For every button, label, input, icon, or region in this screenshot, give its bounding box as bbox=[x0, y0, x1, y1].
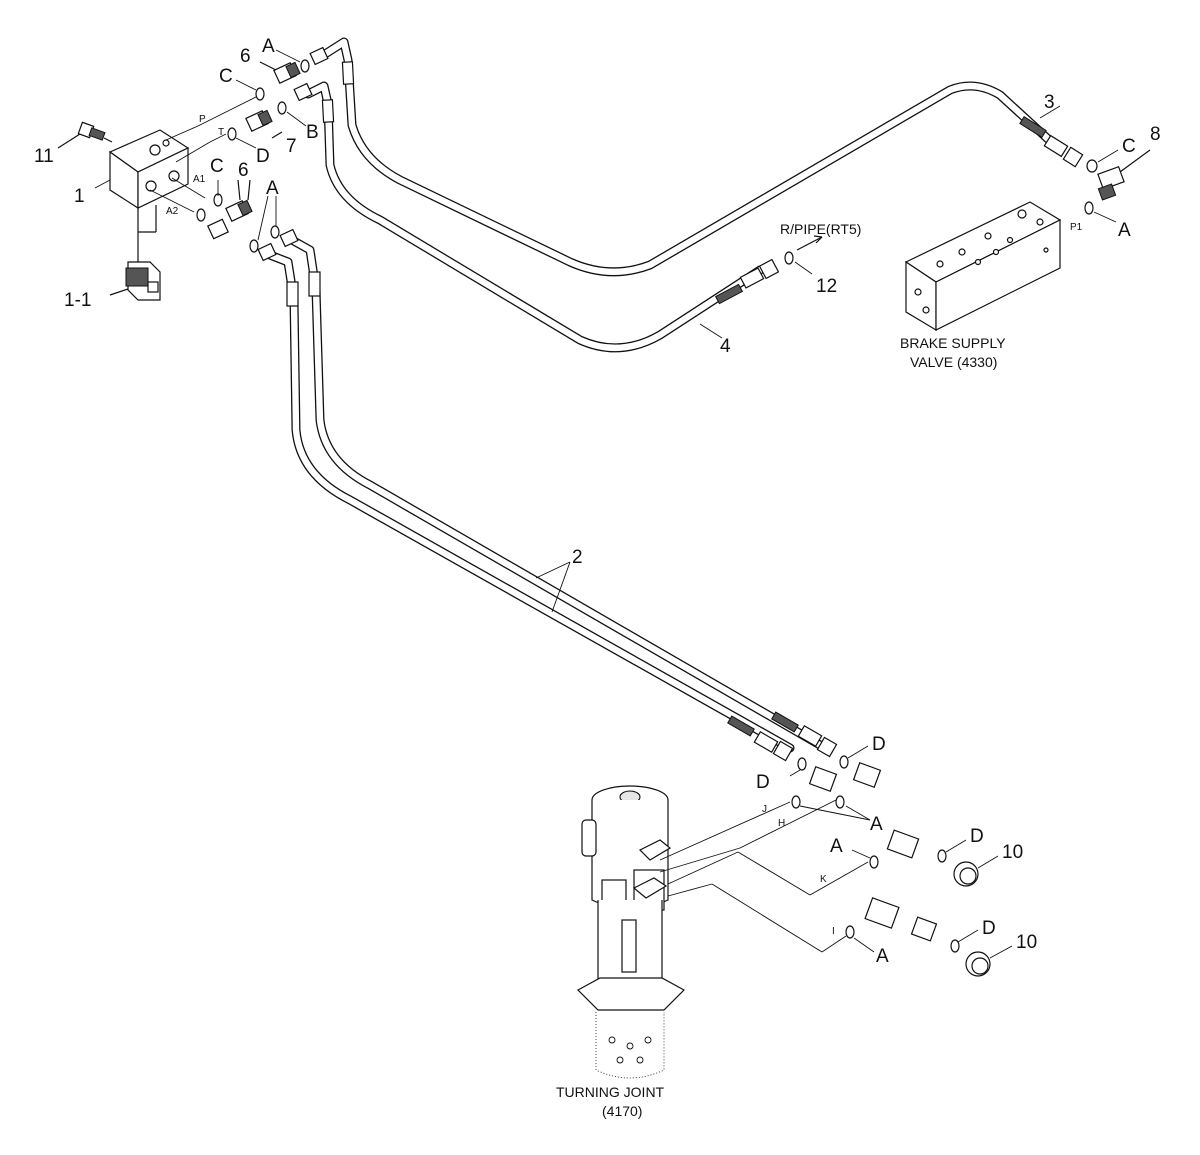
hose-2a bbox=[265, 250, 795, 753]
label-port-j: J bbox=[762, 804, 767, 815]
hose-4 bbox=[303, 81, 765, 353]
label-port-t: T bbox=[218, 127, 224, 138]
label-seal-d-joint2: D bbox=[982, 918, 996, 939]
hose-crimp-sleeves bbox=[714, 116, 1084, 762]
fitting-7 bbox=[245, 109, 283, 139]
label-part-10-upper: 10 bbox=[1002, 842, 1023, 863]
hose-3 bbox=[317, 37, 1065, 277]
label-port-h: H bbox=[778, 818, 785, 829]
valve-block-1 bbox=[108, 129, 190, 262]
fitting-mid-ends bbox=[257, 228, 299, 262]
label-brake-supply-valve-1: BRAKE SUPPLY bbox=[900, 335, 1006, 351]
elbow-fitting-8 bbox=[1097, 149, 1151, 201]
label-seal-d-lower-right: D bbox=[872, 734, 886, 755]
label-seal-c-top: C bbox=[219, 66, 233, 87]
label-seal-a-joint1: A bbox=[870, 814, 883, 835]
label-r-pipe: R/PIPE(RT5) bbox=[780, 221, 861, 237]
o-rings-valve bbox=[196, 59, 310, 253]
solenoid-1-1 bbox=[109, 261, 161, 301]
part-leaders bbox=[535, 105, 1061, 613]
label-seal-d-top: D bbox=[256, 146, 270, 167]
o-rings-brake bbox=[1084, 149, 1119, 223]
label-seal-a-top: A bbox=[262, 36, 275, 57]
valve-port-lines bbox=[94, 95, 259, 213]
o-ring-12 bbox=[784, 235, 823, 275]
label-port-p: P bbox=[199, 114, 206, 125]
label-port-p1: P1 bbox=[1070, 222, 1083, 233]
label-part-1: 1 bbox=[74, 186, 85, 207]
label-part-11: 11 bbox=[34, 146, 54, 167]
turning-joint-port-lines bbox=[659, 799, 869, 953]
label-port-a1: A1 bbox=[193, 174, 206, 185]
label-part-12: 12 bbox=[816, 276, 837, 297]
label-part-7: 7 bbox=[286, 136, 297, 157]
hose-ferrules bbox=[286, 61, 355, 307]
fitting-top-end bbox=[293, 46, 329, 102]
label-part-3: 3 bbox=[1044, 92, 1055, 113]
label-part-1-1: 1-1 bbox=[64, 290, 91, 311]
label-part-2: 2 bbox=[572, 547, 583, 568]
hose-2b bbox=[287, 235, 825, 750]
label-part-8: 8 bbox=[1150, 124, 1161, 145]
fitting-6-mid bbox=[206, 179, 253, 240]
fitting-6-top bbox=[259, 61, 301, 84]
label-turning-joint-2: (4170) bbox=[602, 1103, 642, 1119]
turning-joint bbox=[577, 785, 685, 1079]
plug-11 bbox=[57, 121, 113, 149]
o-ring-leaders-valve bbox=[217, 49, 307, 241]
label-part-6-mid: 6 bbox=[238, 160, 249, 181]
label-seal-a-mid: A bbox=[266, 178, 279, 199]
label-port-k: K bbox=[820, 874, 827, 885]
label-seal-a-joint2: A bbox=[830, 836, 843, 857]
label-part-6-top: 6 bbox=[240, 46, 251, 67]
label-turning-joint-1: TURNING JOINT bbox=[556, 1084, 665, 1100]
label-seal-a-joint3: A bbox=[876, 946, 889, 967]
label-port-i: I bbox=[832, 926, 835, 937]
labels: 11 1 1-1 6 6 7 3 8 4 12 2 10 10 A C B D … bbox=[34, 36, 1161, 1119]
label-seal-c-right: C bbox=[1122, 136, 1136, 157]
label-seal-d-lower-left: D bbox=[756, 772, 770, 793]
label-seal-c-mid: C bbox=[210, 156, 224, 177]
label-brake-supply-valve-2: VALVE (4330) bbox=[910, 354, 997, 370]
label-part-10-lower: 10 bbox=[1016, 932, 1037, 953]
label-port-a2: A2 bbox=[166, 206, 179, 217]
brake-supply-valve bbox=[904, 201, 1062, 332]
label-seal-b: B bbox=[306, 122, 319, 143]
label-part-4: 4 bbox=[720, 336, 731, 357]
fittings-turning-joint bbox=[789, 745, 1013, 977]
label-seal-d-joint1: D bbox=[970, 826, 984, 847]
label-seal-a-right: A bbox=[1118, 220, 1131, 241]
